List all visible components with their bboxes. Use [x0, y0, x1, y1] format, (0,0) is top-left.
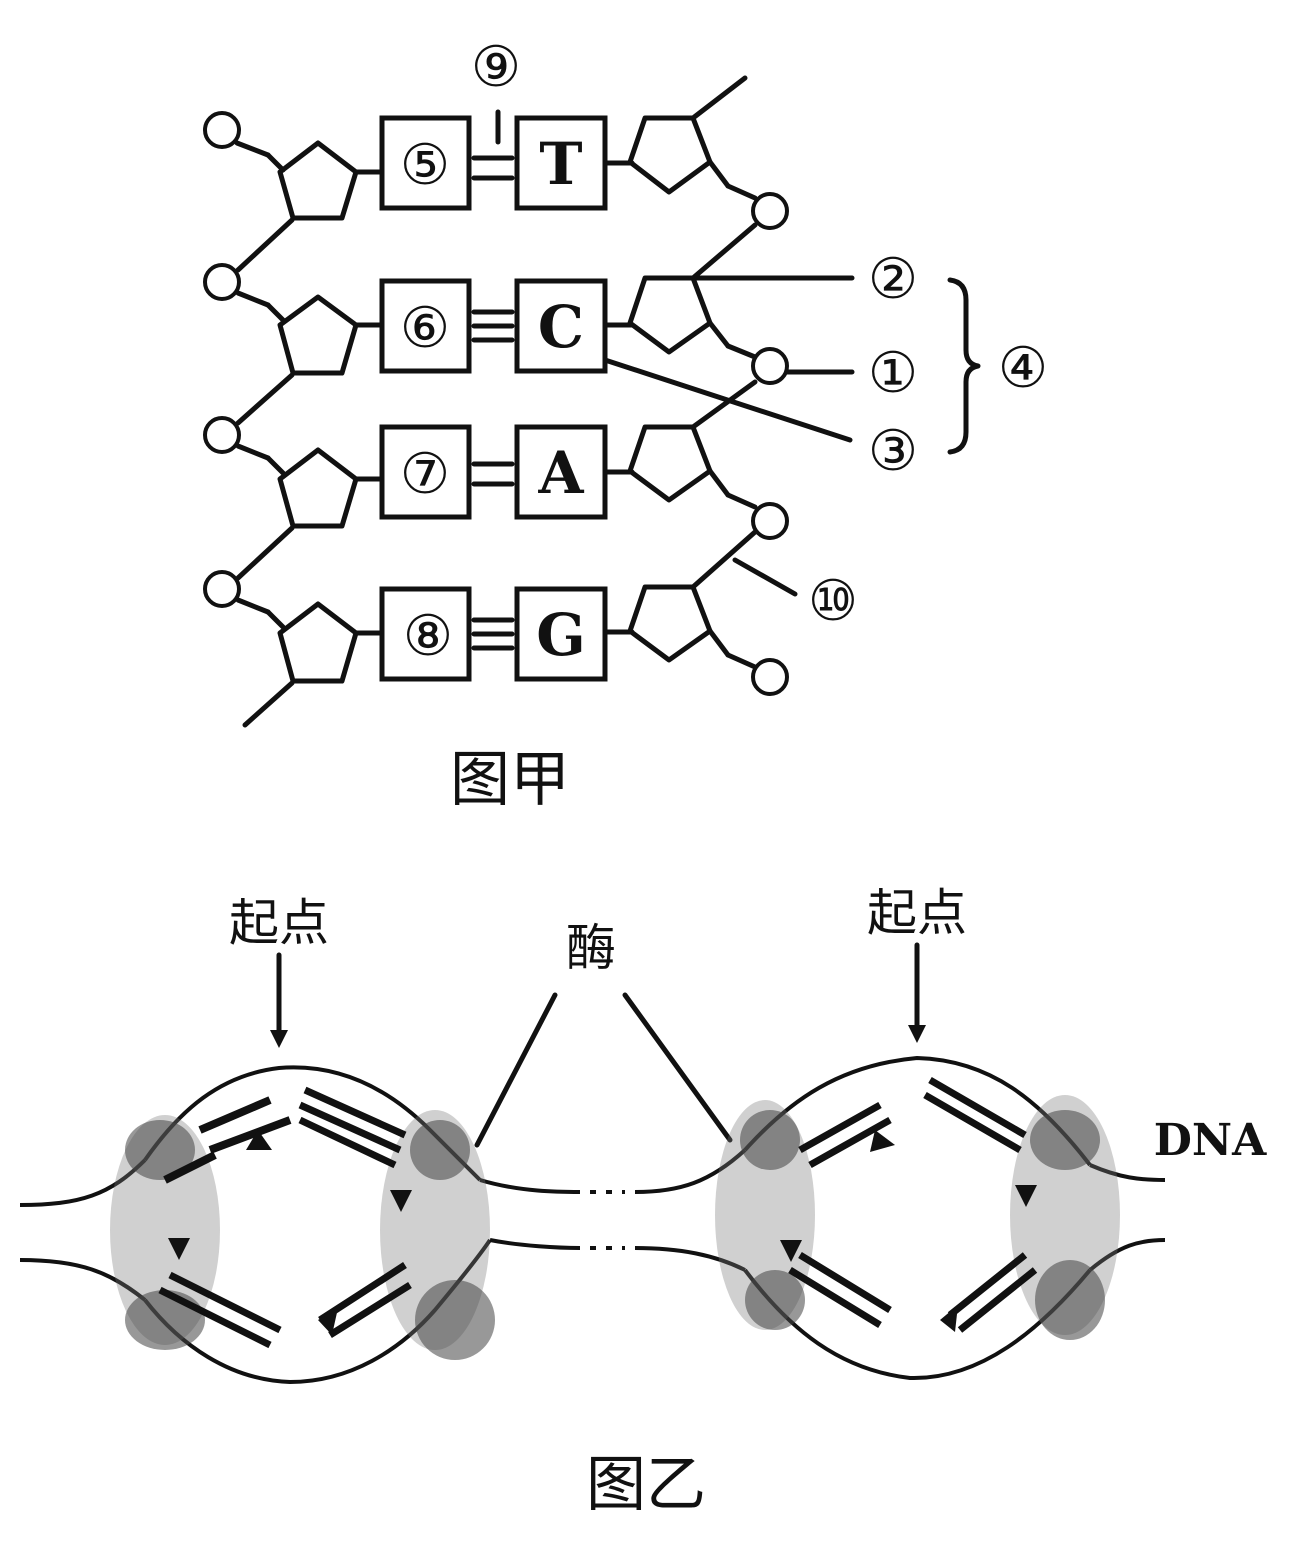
dna-strand-top-right	[1089, 1163, 1166, 1182]
base-t: T	[539, 130, 582, 198]
lagging-arrow-icon	[940, 1305, 958, 1332]
base-g: G	[536, 601, 586, 669]
callout-line-3	[602, 357, 853, 443]
lagging-arrow-icon	[780, 1240, 802, 1262]
base-box-6	[379, 278, 472, 374]
leading-arrow-icon	[246, 1130, 272, 1150]
base-box-t	[514, 115, 608, 211]
enzyme-pointer-right	[622, 992, 733, 1143]
phosphate-right-2	[751, 347, 789, 385]
left-backbone	[203, 111, 385, 728]
phosphate-right-3	[751, 502, 789, 540]
sugar-right-2	[627, 275, 713, 355]
phosphate-left-1	[203, 111, 241, 149]
brace	[947, 277, 981, 455]
sugar-right-3	[627, 424, 713, 503]
lagging-arrow-icon	[318, 1308, 338, 1335]
callout-line-10	[732, 557, 798, 597]
label-2: ②	[868, 247, 918, 312]
arrowhead-left-icon	[270, 1030, 288, 1048]
replication-bubble-right	[715, 1055, 1120, 1381]
dna-strand-top-left	[19, 1158, 147, 1207]
figure-a-dna-structure: ⑤ ⑥ ⑦ ⑧ T	[203, 35, 1048, 815]
base-box-7	[379, 424, 472, 520]
label-10: ⑩	[808, 569, 858, 634]
hydrogen-bonds	[471, 109, 515, 651]
phosphate-right-4	[751, 658, 789, 696]
sugar-right-4	[627, 584, 713, 663]
dna-strand-bottom-mid-2	[634, 1246, 746, 1272]
enzyme-label: 酶	[566, 919, 616, 977]
lagging-arrow-icon	[168, 1238, 190, 1260]
phosphate-left-2	[203, 263, 241, 301]
right-bases: T C A G	[514, 115, 608, 682]
enzyme-pointer-left	[474, 992, 558, 1148]
label-3: ③	[868, 419, 918, 484]
caption-figure-a: 图甲	[450, 745, 570, 815]
base-box-c	[514, 278, 608, 374]
label-1: ①	[868, 341, 918, 406]
origin-label-right: 起点	[867, 884, 967, 942]
leading-arrow-icon	[870, 1130, 895, 1152]
phosphate-left-4	[203, 570, 241, 608]
dna-label: DNA	[1154, 1115, 1267, 1166]
caption-figure-b: 图乙	[586, 1450, 706, 1520]
base-a: A	[537, 439, 584, 507]
base-box-8	[379, 586, 472, 682]
leading-arrow-icon	[1015, 1185, 1037, 1207]
base-box-g	[514, 586, 608, 682]
sugar-right-1	[627, 115, 713, 195]
phosphate-right-1	[751, 192, 789, 230]
base-label-6: ⑥	[400, 296, 450, 361]
label-9: ⑨	[471, 35, 521, 100]
callout-lines	[602, 275, 981, 597]
base-c: C	[538, 293, 584, 361]
sugar-left-1	[277, 140, 359, 221]
origin-label-left: 起点	[229, 894, 329, 952]
dna-strand-bottom-right	[1088, 1238, 1166, 1272]
sugar-left-2	[277, 294, 359, 376]
dna-strand-top-mid-2	[634, 1148, 747, 1194]
replication-bubble-left	[110, 1065, 495, 1385]
phosphate-left-3	[203, 416, 241, 454]
dna-strand-bottom-left	[19, 1258, 147, 1302]
dna-strand-top-mid	[479, 1178, 581, 1194]
sugar-left-3	[277, 447, 359, 529]
figure-b-replication: 起点 酶 起点 DNA	[19, 884, 1267, 1520]
base-label-7: ⑦	[400, 442, 450, 507]
leading-arrow-icon	[390, 1190, 412, 1212]
arrowhead-right-icon	[908, 1025, 926, 1043]
dna-strand-bottom-mid	[489, 1238, 581, 1250]
sugar-left-4	[277, 601, 359, 684]
label-4: ④	[998, 336, 1048, 401]
base-label-5: ⑤	[400, 133, 450, 198]
right-backbone	[602, 75, 789, 696]
base-label-8: ⑧	[403, 604, 453, 669]
left-bases: ⑤ ⑥ ⑦ ⑧	[379, 115, 472, 682]
base-box-5	[379, 115, 472, 211]
